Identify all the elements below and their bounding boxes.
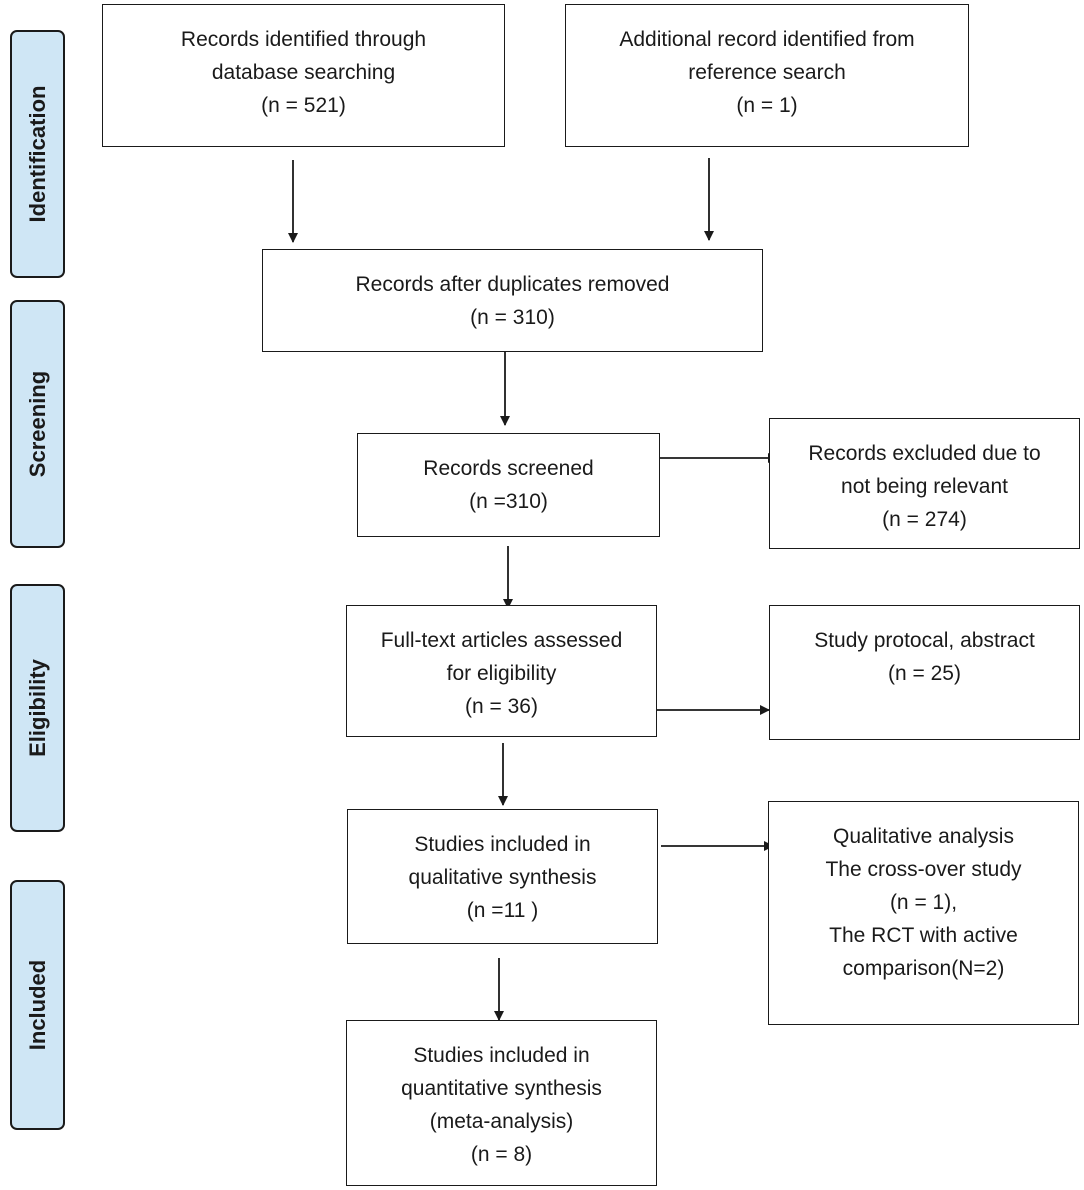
- reference-search-line-2: reference search: [688, 61, 846, 84]
- database-search-line-2: database searching: [211, 61, 396, 84]
- full-text-line-1: Full-text articles assessed: [380, 629, 623, 652]
- box-qualitative-synthesis: Studies included in qualitative synthesi…: [347, 809, 658, 944]
- qualitative-line-2: qualitative synthesis: [408, 866, 597, 889]
- box-quantitative-synthesis: Studies included in quantitative synthes…: [346, 1020, 657, 1186]
- stage-identification: Identification: [10, 30, 65, 278]
- box-protocol-abstract: Study protocal, abstract (n = 25): [769, 605, 1080, 740]
- records-excluded-count: (n = 274): [882, 508, 967, 531]
- records-screened-line-1: Records screened: [423, 457, 594, 480]
- box-qualitative-analysis: Qualitative analysis The cross-over stud…: [768, 801, 1079, 1025]
- qualitative-analysis-line-4: The RCT with active: [829, 924, 1018, 947]
- reference-search-line-1: Additional record identified from: [619, 28, 915, 51]
- duplicates-removed-line-1: Records after duplicates removed: [355, 273, 670, 296]
- reference-search-count: (n = 1): [736, 94, 798, 117]
- box-full-text-articles: Full-text articles assessed for eligibil…: [346, 605, 657, 737]
- quantitative-line-1: Studies included in: [413, 1044, 590, 1067]
- box-records-excluded: Records excluded due to not being releva…: [769, 418, 1080, 549]
- records-screened-count: (n =310): [469, 490, 548, 513]
- stage-included: Included: [10, 880, 65, 1130]
- box-database-search: Records identified through database sear…: [102, 4, 505, 147]
- qualitative-line-1: Studies included in: [414, 833, 591, 856]
- qualitative-analysis-line-2: The cross-over study: [825, 858, 1022, 881]
- qualitative-count: (n =11 ): [466, 899, 539, 922]
- records-excluded-line-1: Records excluded due to: [808, 442, 1041, 465]
- qualitative-analysis-line-3: (n = 1),: [889, 891, 958, 914]
- quantitative-line-3: (meta-analysis): [429, 1110, 574, 1133]
- box-reference-search: Additional record identified from refere…: [565, 4, 969, 147]
- duplicates-removed-count: (n = 310): [470, 306, 555, 329]
- box-duplicates-removed: Records after duplicates removed (n = 31…: [262, 249, 763, 352]
- database-search-line-1: Records identified through: [180, 28, 427, 51]
- protocol-abstract-count: (n = 25): [888, 662, 961, 685]
- stage-screening: Screening: [10, 300, 65, 548]
- full-text-count: (n = 36): [465, 695, 538, 718]
- stage-eligibility: Eligibility: [10, 584, 65, 832]
- full-text-line-2: for eligibility: [446, 662, 557, 685]
- quantitative-count: (n = 8): [470, 1143, 533, 1166]
- quantitative-line-2: quantitative synthesis: [401, 1077, 602, 1100]
- records-excluded-line-2: not being relevant: [841, 475, 1008, 498]
- database-search-count: (n = 521): [261, 94, 346, 117]
- box-records-screened: Records screened (n =310): [357, 433, 660, 537]
- qualitative-analysis-line-5: comparison(N=2): [842, 957, 1005, 980]
- qualitative-analysis-line-1: Qualitative analysis: [833, 825, 1014, 848]
- protocol-abstract-line-1: Study protocal, abstract: [814, 629, 1035, 652]
